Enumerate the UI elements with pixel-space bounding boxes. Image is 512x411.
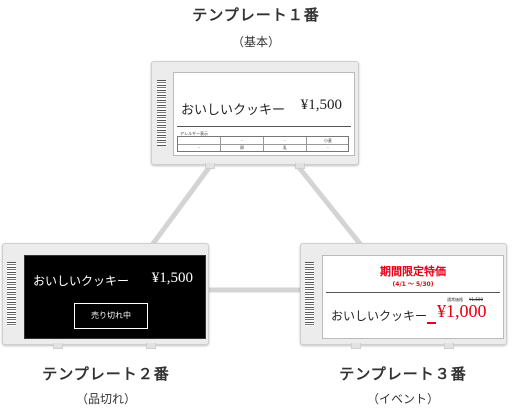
template-2-screen: おいしいクッキー ¥1,500 売り切れ中 — [24, 255, 206, 339]
allergy-header: - — [284, 138, 286, 143]
allergy-value: - — [327, 145, 329, 150]
sale-price: ¥1,000 — [437, 301, 487, 321]
product-name: おいしいクッキー — [33, 274, 130, 288]
product-name: おいしいクッキー — [331, 309, 428, 323]
regular-price: ¥1,500 — [469, 297, 483, 302]
divider — [326, 292, 500, 293]
allergy-value: 卵 — [240, 145, 244, 150]
barcode-icon — [157, 80, 166, 146]
template-1-label-device: おいしいクッキー ¥1,500 アレルギー表示 - - 小麦 - 卵 乳 - — [151, 61, 359, 169]
product-name: おいしいクッキー — [181, 103, 286, 118]
event-title: 期間限定特価 — [380, 265, 446, 278]
allergy-value: - — [198, 145, 200, 150]
template-3-title: テンプレート３番 — [339, 365, 467, 383]
allergy-table-rule — [220, 137, 221, 151]
template-2-label-device: おいしいクッキー ¥1,500 売り切れ中 — [2, 243, 209, 349]
allergy-table-rule — [306, 137, 307, 151]
device-tab — [444, 343, 454, 349]
allergy-table-rule — [263, 137, 264, 151]
event-period: (4/1 ～ 5/30) — [392, 281, 434, 288]
price: ¥1,500 — [151, 270, 193, 286]
template-1-subtitle: （基本） — [231, 35, 280, 49]
divider — [177, 126, 351, 127]
device-tab — [295, 163, 305, 169]
template-3-screen: 期間限定特価 (4/1 ～ 5/30) 通常価格 ¥1,500 おいしいクッキー… — [322, 255, 504, 339]
barcode-icon — [7, 262, 16, 326]
device-tab — [53, 343, 63, 349]
device-tab — [146, 343, 156, 349]
allergy-label: アレルギー表示 — [180, 131, 208, 136]
regular-price-label: 通常価格 — [447, 297, 463, 302]
allergy-value: 乳 — [283, 145, 287, 150]
soldout-badge: 売り切れ中 — [74, 303, 148, 329]
template-3-label-device: 期間限定特価 (4/1 ～ 5/30) 通常価格 ¥1,500 おいしいクッキー… — [300, 243, 507, 349]
template-2-title: テンプレート２番 — [42, 365, 170, 383]
barcode-icon — [305, 262, 314, 326]
template-1-screen: おいしいクッキー ¥1,500 アレルギー表示 - - 小麦 - 卵 乳 - — [173, 72, 355, 156]
device-tab — [205, 163, 215, 169]
template-2-subtitle: （品切れ） — [75, 392, 136, 406]
device-tab — [351, 343, 361, 349]
allergy-header: - — [241, 138, 243, 143]
price: ¥1,500 — [300, 97, 342, 113]
template-3-subtitle: （イベント） — [366, 392, 439, 406]
allergy-table: - - 小麦 - 卵 乳 - — [177, 136, 349, 152]
allergy-header: 小麦 — [324, 138, 332, 143]
sale-price-dash — [427, 322, 436, 324]
template-1-title: テンプレート１番 — [192, 6, 320, 24]
